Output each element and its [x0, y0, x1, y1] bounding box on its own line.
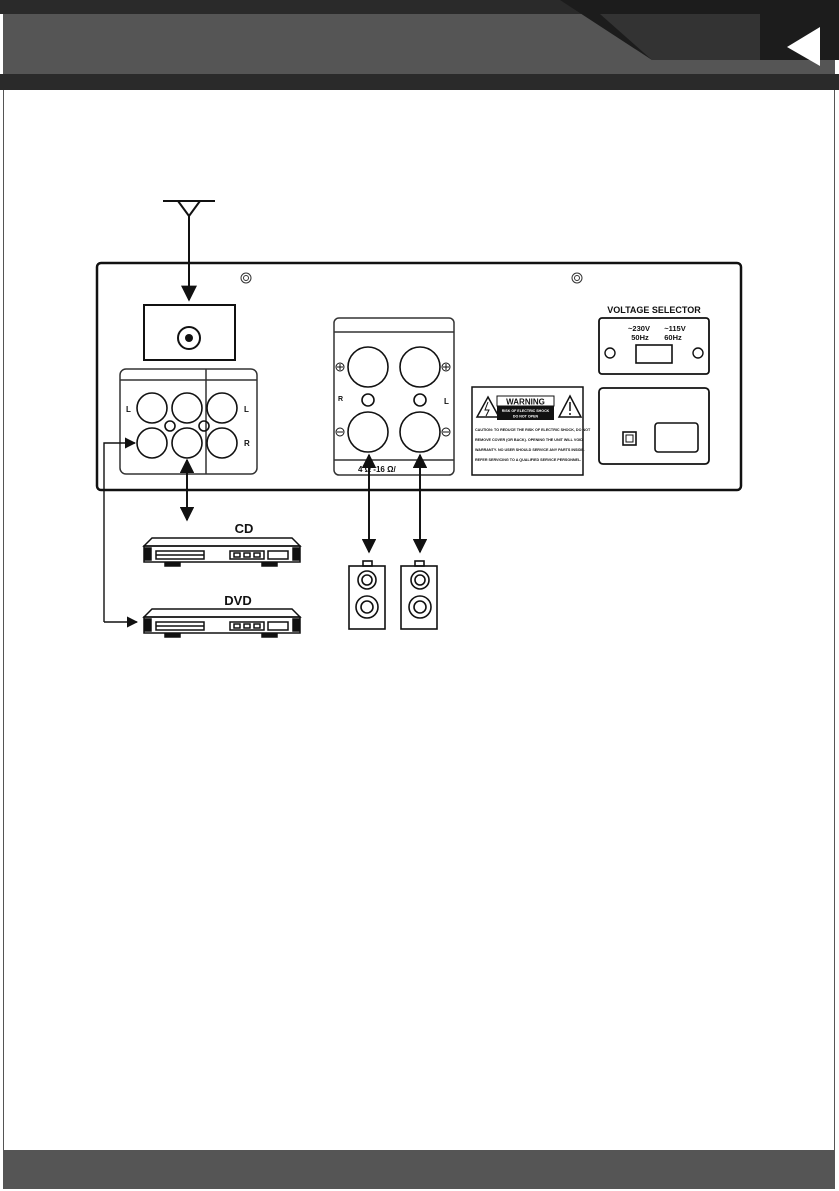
triangle-left-icon[interactable] — [787, 27, 820, 66]
antenna-icon — [163, 200, 215, 302]
speaker-label-left: L — [444, 397, 449, 406]
voltage-selector-title: VOLTAGE SELECTOR — [607, 305, 701, 315]
warning-text: REMOVE COVER (OR BACK). OPENING THE UNIT… — [475, 438, 583, 442]
cd-label: CD — [235, 521, 254, 536]
speaker-terminal-block — [333, 317, 455, 476]
speaker-terminal[interactable] — [347, 346, 441, 453]
aux-label-left: L — [126, 405, 131, 414]
minus-icon — [335, 427, 451, 437]
rear-panel — [95, 261, 743, 492]
warning-subtitle: DO NOT OPEN — [513, 415, 539, 419]
warning-text: REFER SERVICING TO A QUALIFIED SERVICE P… — [475, 458, 581, 462]
cd-player-icon — [142, 537, 302, 567]
aux-label-left: L — [244, 405, 249, 414]
speaker-icon — [400, 560, 438, 630]
dvd-player-icon — [142, 608, 302, 638]
power-inlet — [598, 387, 710, 465]
connection-arrow — [103, 437, 139, 628]
warning-subtitle: RISK OF ELECTRIC SHOCK — [502, 409, 550, 413]
connection-arrow — [361, 453, 428, 554]
footer-bar — [3, 1150, 835, 1188]
warning-label: WARNING RISK OF ELECTRIC SHOCK DO NOT OP… — [471, 386, 591, 476]
voltage-freq-230: 50Hz — [631, 333, 649, 342]
warning-title: WARNING — [506, 398, 545, 407]
header-bar — [0, 0, 839, 90]
power-socket[interactable] — [654, 422, 699, 453]
voltage-selector-plate — [598, 317, 710, 375]
warning-text: WARRANTY. NO USER SHOULD SERVICE ANY PAR… — [475, 448, 585, 452]
aux-label-right: R — [244, 439, 250, 448]
voltage-option-115: ~115V — [664, 324, 685, 333]
dvd-label: DVD — [224, 593, 251, 608]
voltage-selector-switch[interactable] — [635, 344, 673, 364]
screw-icon — [571, 272, 583, 284]
voltage-freq-115: 60Hz — [664, 333, 682, 342]
impedance-label: 4 Ω -16 Ω/ — [358, 465, 397, 474]
rca-jack[interactable] — [136, 392, 238, 459]
power-switch-icon[interactable] — [622, 431, 637, 446]
warning-text: CAUTION: TO REDUCE THE RISK OF ELECTRIC … — [475, 428, 591, 432]
plus-icon — [335, 362, 451, 372]
voltage-option-230: ~230V — [628, 324, 650, 333]
speaker-label-right: R — [338, 396, 343, 403]
speaker-icon — [348, 560, 386, 630]
screw-icon — [240, 272, 252, 284]
antenna-jack[interactable] — [143, 304, 236, 361]
caution-icon — [557, 394, 583, 418]
electric-shock-icon — [475, 395, 501, 418]
